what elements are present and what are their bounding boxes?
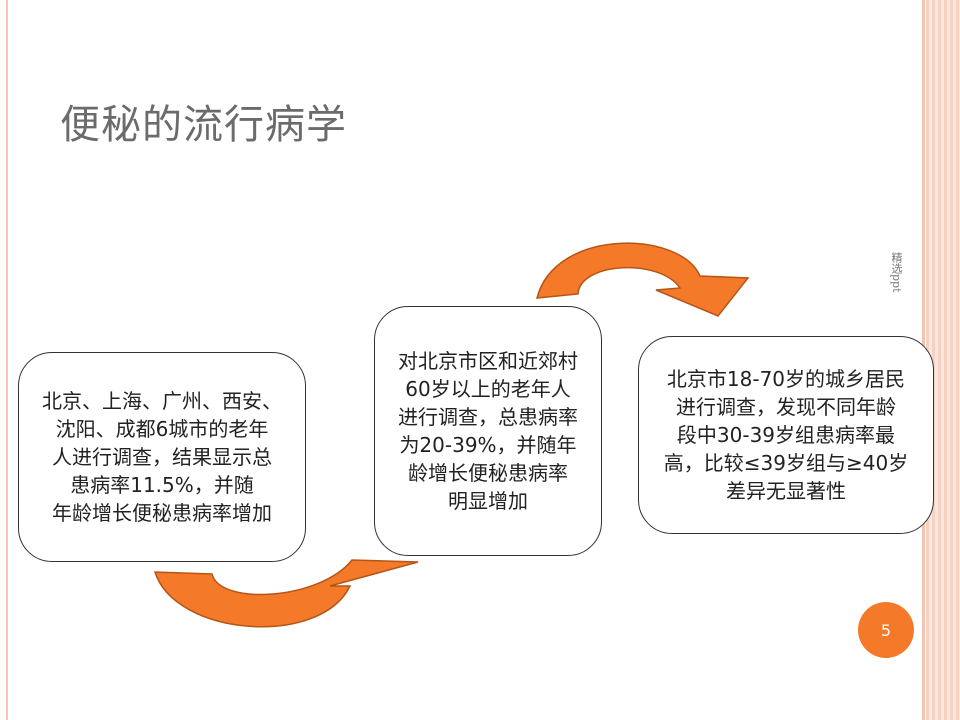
box-line: 进行调查，发现不同年龄 <box>675 395 896 419</box>
info-box-beijing-elderly: 对北京市区和近郊村 60岁以上的老年人 进行调查，总患病率 为20-39%，并随… <box>374 306 602 556</box>
box-line: 段中30-39岁组患病率最 <box>676 423 896 447</box>
box-line: 对北京市区和近郊村 <box>398 349 578 373</box>
box-line: 人进行调查，结果显示总 <box>52 445 272 469</box>
left-border-line <box>6 0 8 720</box>
slide-title: 便秘的流行病学 <box>60 102 347 148</box>
box-line: 沈阳、成都6城市的老年 <box>55 417 269 441</box>
box-line: 进行调查，总患病率 <box>398 405 578 429</box>
box-line: 为20-39%，并随年 <box>399 433 577 457</box>
box-line: 60岁以上的老年人 <box>405 377 571 401</box>
box-line: 北京、上海、广州、西安、 <box>42 389 282 413</box>
curved-arrow-top-icon <box>536 242 750 317</box>
info-box-cities: 北京、上海、广州、西安、 沈阳、成都6城市的老年 人进行调查，结果显示总 患病率… <box>18 352 306 562</box>
box-line: 患病率11.5%，并随 <box>70 473 254 497</box>
watermark-text: 精选ppt <box>890 252 903 293</box>
box-line: 年龄增长便秘患病率增加 <box>52 501 272 525</box>
curved-arrow-bottom-icon <box>153 559 419 628</box>
box-line: 龄增长便秘患病率 <box>408 461 568 485</box>
page-number-badge: 5 <box>858 602 914 658</box>
box-line: 差异无显著性 <box>725 479 846 503</box>
box-line: 北京市18-70岁的城乡居民 <box>666 367 906 391</box>
info-box-beijing-residents: 北京市18-70岁的城乡居民 进行调查，发现不同年龄 段中30-39岁组患病率最… <box>638 336 934 534</box>
box-line: 高，比较≤39岁组与≥40岁 <box>663 451 909 475</box>
box-line: 明显增加 <box>448 489 528 513</box>
